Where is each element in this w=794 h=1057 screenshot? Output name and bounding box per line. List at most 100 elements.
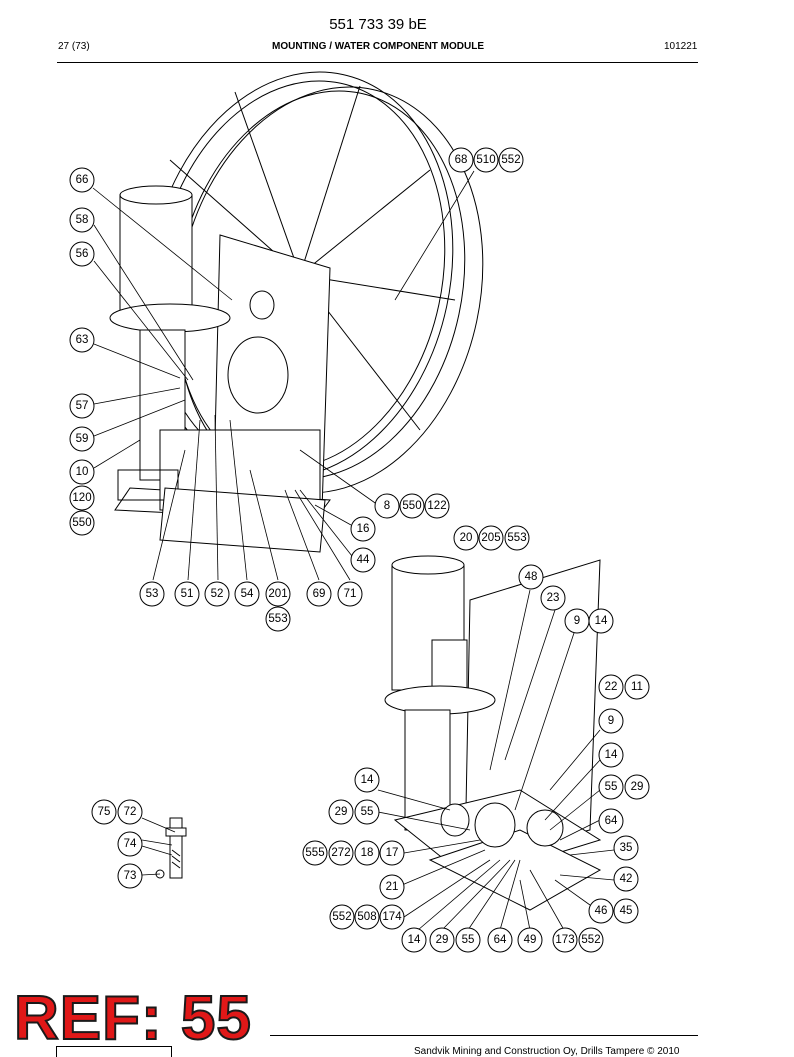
callout-55-b: 55 xyxy=(354,799,380,825)
callout-20: 20 xyxy=(453,525,479,551)
callout-75: 75 xyxy=(91,799,117,825)
svg-text:20: 20 xyxy=(460,532,473,544)
callout-552-b: 552 xyxy=(329,904,355,930)
svg-text:51: 51 xyxy=(181,588,194,600)
callout-205: 205 xyxy=(478,525,504,551)
svg-text:14: 14 xyxy=(605,749,618,761)
callout-45: 45 xyxy=(613,898,639,924)
svg-text:45: 45 xyxy=(620,905,633,917)
svg-text:64: 64 xyxy=(494,934,507,946)
svg-text:55: 55 xyxy=(361,806,374,818)
svg-text:552: 552 xyxy=(581,934,600,946)
header-rule xyxy=(57,62,698,63)
svg-text:63: 63 xyxy=(76,334,89,346)
svg-text:553: 553 xyxy=(268,613,287,625)
svg-text:59: 59 xyxy=(76,433,89,445)
svg-text:550: 550 xyxy=(72,517,91,529)
callout-44: 44 xyxy=(350,547,376,573)
callout-49: 49 xyxy=(517,927,543,953)
nozzle-detail-drawing xyxy=(155,817,187,879)
svg-text:173: 173 xyxy=(555,934,574,946)
svg-text:23: 23 xyxy=(547,592,560,604)
callout-21: 21 xyxy=(379,874,405,900)
callout-16: 16 xyxy=(350,516,376,542)
callout-14-c: 14 xyxy=(354,767,380,793)
svg-text:73: 73 xyxy=(124,870,137,882)
svg-text:201: 201 xyxy=(268,588,287,600)
svg-text:29: 29 xyxy=(335,806,348,818)
pump-motor-drawing xyxy=(109,185,331,553)
callout-174: 174 xyxy=(379,904,405,930)
callout-64-b: 64 xyxy=(487,927,513,953)
svg-text:272: 272 xyxy=(331,847,350,859)
svg-text:552: 552 xyxy=(332,911,351,923)
svg-text:48: 48 xyxy=(525,571,538,583)
callout-42: 42 xyxy=(613,866,639,892)
svg-text:9: 9 xyxy=(608,715,614,727)
svg-text:56: 56 xyxy=(76,248,89,260)
callout-46: 46 xyxy=(588,898,614,924)
callout-553: 553 xyxy=(265,606,291,632)
svg-text:22: 22 xyxy=(605,681,618,693)
svg-text:120: 120 xyxy=(72,492,91,504)
callout-68: 68 xyxy=(448,147,474,173)
svg-text:46: 46 xyxy=(595,905,608,917)
svg-text:21: 21 xyxy=(386,881,399,893)
svg-text:55: 55 xyxy=(462,934,475,946)
svg-text:11: 11 xyxy=(631,681,643,693)
section-title: MOUNTING / WATER COMPONENT MODULE xyxy=(271,41,485,52)
callout-29: 29 xyxy=(624,774,650,800)
footer-rule xyxy=(270,1035,698,1036)
callout-9-b: 9 xyxy=(598,708,624,734)
leader-lines xyxy=(92,170,615,931)
svg-text:14: 14 xyxy=(595,615,608,627)
svg-text:552: 552 xyxy=(501,154,520,166)
svg-text:53: 53 xyxy=(146,588,159,600)
svg-text:64: 64 xyxy=(605,815,618,827)
svg-text:44: 44 xyxy=(357,554,370,566)
svg-text:510: 510 xyxy=(476,154,495,166)
svg-text:58: 58 xyxy=(76,214,89,226)
svg-text:55: 55 xyxy=(605,781,618,793)
svg-text:17: 17 xyxy=(386,847,399,859)
callout-14-b: 14 xyxy=(598,742,624,768)
callout-52: 52 xyxy=(204,581,230,607)
callout-57: 57 xyxy=(69,393,95,419)
svg-text:52: 52 xyxy=(211,588,224,600)
callout-56: 56 xyxy=(69,241,95,267)
callout-73: 73 xyxy=(117,863,143,889)
callout-550: 550 xyxy=(69,510,95,536)
callout-63: 63 xyxy=(69,327,95,353)
callout-55-c: 55 xyxy=(455,927,481,953)
ref-stamp: REF: 55 xyxy=(13,984,252,1053)
callout-9: 9 xyxy=(564,608,590,634)
svg-text:205: 205 xyxy=(481,532,500,544)
svg-text:18: 18 xyxy=(361,847,374,859)
svg-text:74: 74 xyxy=(124,838,137,850)
callout-51: 51 xyxy=(174,581,200,607)
water-module-drawing xyxy=(384,555,602,911)
svg-text:35: 35 xyxy=(620,842,633,854)
svg-text:550: 550 xyxy=(402,500,421,512)
svg-text:16: 16 xyxy=(357,523,370,535)
callout-74: 74 xyxy=(117,831,143,857)
document-number: 551 733 39 bE xyxy=(329,16,427,33)
callout-550-b: 550 xyxy=(399,493,425,519)
callout-17: 17 xyxy=(379,840,405,866)
svg-text:54: 54 xyxy=(241,588,254,600)
callout-11: 11 xyxy=(624,674,650,700)
callout-555: 555 xyxy=(302,840,328,866)
callout-22: 22 xyxy=(598,674,624,700)
callout-552: 552 xyxy=(498,147,524,173)
callout-55: 55 xyxy=(598,774,624,800)
svg-text:42: 42 xyxy=(620,873,633,885)
callout-23: 23 xyxy=(540,585,566,611)
svg-text:29: 29 xyxy=(436,934,449,946)
callout-14: 14 xyxy=(588,608,614,634)
svg-text:72: 72 xyxy=(124,806,137,818)
svg-text:75: 75 xyxy=(98,806,111,818)
callout-122: 122 xyxy=(424,493,450,519)
callout-508: 508 xyxy=(354,904,380,930)
callout-14-d: 14 xyxy=(401,927,427,953)
